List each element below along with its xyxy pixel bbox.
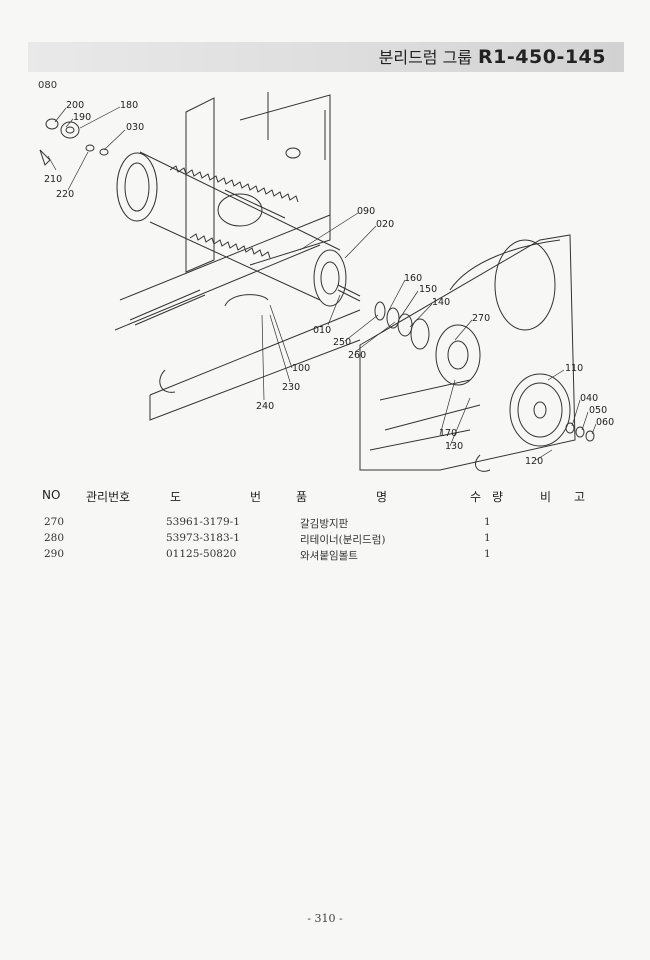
callout-020: 020 bbox=[376, 219, 394, 230]
row-part-no: 53973-3183-1 bbox=[166, 532, 240, 544]
col-no: NO bbox=[42, 488, 61, 502]
col-part-no-1: 도 bbox=[170, 490, 182, 504]
callout-010: 010 bbox=[313, 325, 331, 336]
row-part-no: 53961-3179-1 bbox=[166, 516, 240, 528]
callout-200: 200 bbox=[66, 100, 84, 111]
row-qty: 1 bbox=[484, 548, 491, 560]
col-name-1: 품 bbox=[296, 490, 308, 504]
exploded-parts-diagram: 200 190 180 030 210 220 090 020 160 150 … bbox=[39, 92, 614, 472]
callout-260: 260 bbox=[348, 350, 366, 361]
callout-090: 090 bbox=[357, 206, 375, 217]
callout-040: 040 bbox=[580, 393, 598, 404]
row-no: 280 bbox=[44, 532, 65, 544]
callout-030: 030 bbox=[126, 122, 144, 133]
row-no: 290 bbox=[44, 548, 65, 560]
callout-060: 060 bbox=[596, 417, 614, 428]
callout-250: 250 bbox=[333, 337, 351, 348]
row-part-name: 리테이너(분리드럼) bbox=[300, 534, 386, 546]
header-bar: 분리드럼 그룹 R1-450-145 bbox=[28, 42, 624, 72]
housing-left-plate bbox=[185, 97, 215, 273]
callout-190: 190 bbox=[73, 112, 91, 123]
housing-back-plate bbox=[239, 94, 331, 266]
callout-140: 140 bbox=[432, 297, 450, 308]
callout-230: 230 bbox=[282, 382, 300, 393]
group-title: 분리드럼 그룹 R1-450-145 bbox=[379, 44, 606, 68]
callout-240: 240 bbox=[256, 401, 274, 412]
callout-220: 220 bbox=[56, 189, 74, 200]
col-qty-2: 량 bbox=[492, 490, 504, 504]
row-part-name: 갈김방지판 bbox=[300, 518, 349, 530]
callout-210: 210 bbox=[44, 174, 62, 185]
col-part-no-2: 번 bbox=[250, 490, 262, 504]
group-code: R1-450-145 bbox=[478, 46, 606, 68]
callout-270: 270 bbox=[472, 313, 490, 324]
callout-180: 180 bbox=[120, 100, 138, 111]
housing-right-opening bbox=[494, 239, 556, 331]
parts-table-body: 270 53961-3179-1 갈김방지판 1 280 53973-3183-… bbox=[0, 516, 650, 564]
row-part-no: 01125-50820 bbox=[166, 548, 237, 560]
col-remarks-2: 고 bbox=[574, 490, 586, 504]
housing-right-frame bbox=[359, 234, 576, 471]
pulley bbox=[509, 373, 571, 447]
callout-130: 130 bbox=[445, 441, 463, 452]
row-no: 270 bbox=[44, 516, 65, 528]
figure-label: 080 bbox=[38, 80, 58, 91]
callout-170: 170 bbox=[439, 428, 457, 439]
callout-050: 050 bbox=[589, 405, 607, 416]
page-number: - 310 - bbox=[307, 912, 343, 925]
row-qty: 1 bbox=[484, 532, 491, 544]
table-row: 290 01125-50820 와셔붙임볼트 1 bbox=[0, 548, 650, 564]
drum-left-end bbox=[116, 152, 158, 222]
parts-table-header: NO 관리번호 도 번 품 명 수 량 비 고 bbox=[0, 488, 650, 506]
col-qty-1: 수 bbox=[470, 490, 482, 504]
drum-right-end bbox=[313, 249, 347, 307]
col-name-2: 명 bbox=[376, 490, 388, 504]
col-remarks-1: 비 bbox=[540, 490, 552, 504]
row-qty: 1 bbox=[484, 516, 491, 528]
group-name: 분리드럼 그룹 bbox=[378, 48, 473, 67]
callout-150: 150 bbox=[419, 284, 437, 295]
table-row: 280 53973-3183-1 리테이너(분리드럼) 1 bbox=[0, 532, 650, 548]
callout-120: 120 bbox=[525, 456, 543, 467]
callout-110: 110 bbox=[565, 363, 583, 374]
col-mgmt-no: 관리번호 bbox=[86, 490, 131, 504]
row-part-name: 와셔붙임볼트 bbox=[300, 550, 358, 562]
table-row: 270 53961-3179-1 갈김방지판 1 bbox=[0, 516, 650, 532]
callout-100: 100 bbox=[292, 363, 310, 374]
callout-160: 160 bbox=[404, 273, 422, 284]
